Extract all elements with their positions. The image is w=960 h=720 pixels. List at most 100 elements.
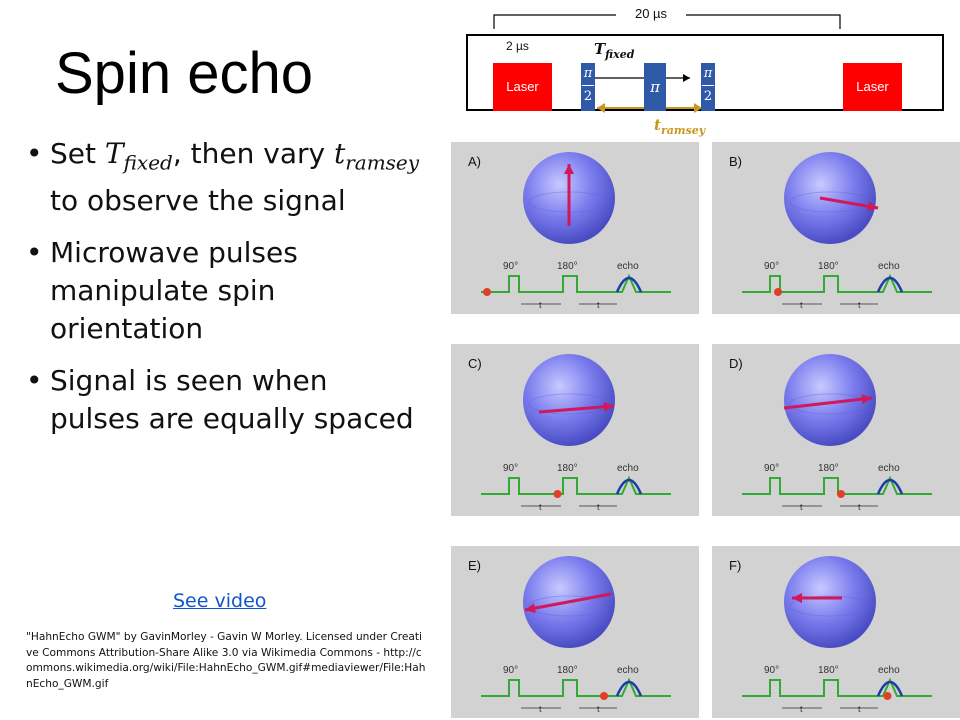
t-ramsey-label: tramsey: [654, 116, 706, 137]
panel-label: D): [729, 356, 743, 371]
echo-label: echo: [617, 463, 639, 474]
pulse-180-label: 180°: [557, 665, 578, 676]
laser-pulse-left: Laser: [493, 63, 552, 111]
bullet-2: Microwave pulses manipulate spin orienta…: [20, 234, 420, 348]
echo-panel: F) 90° 180° echo t t: [712, 546, 960, 718]
image-credit: "HahnEcho GWM" by GavinMorley - Gavin W …: [26, 631, 426, 690]
interval-t-label-2: t: [597, 300, 600, 310]
echo-label: echo: [878, 261, 900, 272]
interval-t-label-2: t: [858, 704, 861, 714]
pulse-90-label: 90°: [764, 665, 780, 676]
pulse-90-label: 90°: [764, 261, 780, 272]
pulse-180-label: 180°: [818, 665, 839, 676]
pulse-trace: [481, 677, 671, 697]
pulse-180-label: 180°: [557, 463, 578, 474]
spin-arrow: [524, 592, 612, 612]
t-ramsey-arrowhead-right: [694, 103, 702, 113]
interval-t-label-1: t: [800, 704, 803, 714]
echo-panel: D) 90° 180° echo t t: [712, 344, 960, 516]
interval-t-label-1: t: [539, 704, 542, 714]
spin-arrow: [538, 404, 615, 414]
pulse-90-label: 90°: [503, 463, 519, 474]
time-marker-dot: [600, 692, 608, 700]
time-marker-dot: [553, 490, 562, 498]
interval-t-label-2: t: [858, 300, 861, 310]
interval-t-label-2: t: [858, 502, 861, 512]
pulse-180-label: 180°: [557, 261, 578, 272]
echo-label: echo: [878, 463, 900, 474]
pulse-90-label: 90°: [764, 463, 780, 474]
total-duration-label: 20 µs: [634, 6, 668, 21]
pulse-trace: [742, 677, 932, 697]
sphere-equator: [789, 191, 871, 213]
sphere-equator: [789, 595, 871, 617]
bloch-sphere: [784, 556, 876, 648]
pulse-90-label: 90°: [503, 261, 519, 272]
bloch-sphere: [784, 152, 876, 244]
echo-panel: A) 90° 180° echo t t: [451, 142, 699, 314]
echo-signal: [615, 478, 643, 495]
spin-arrow: [783, 396, 873, 410]
t-fixed-label: Tfixed: [594, 40, 635, 61]
pulse-180-label: 180°: [818, 463, 839, 474]
interval-t-label-2: t: [597, 704, 600, 714]
echo-panel: C) 90° 180° echo t t: [451, 344, 699, 516]
panel-label: E): [468, 558, 481, 573]
echo-signal: [615, 276, 643, 293]
panel-label: F): [729, 558, 742, 573]
bullet-list: Set Tfixed, then vary tramsey to observe…: [20, 135, 420, 452]
echo-signal: [876, 680, 904, 697]
laser-duration-label: 2 µs: [506, 39, 529, 53]
echo-panel: E) 90° 180° echo t t: [451, 546, 699, 718]
pulse-trace: [742, 273, 932, 293]
interval-t-label-1: t: [539, 300, 542, 310]
spin-arrowhead: [792, 593, 802, 603]
t-fixed-symbol: Tfixed: [104, 137, 173, 175]
panel-label: B): [729, 154, 742, 169]
panel-label: C): [468, 356, 482, 371]
interval-t-label-1: t: [800, 502, 803, 512]
pulse-180-label: 180°: [818, 261, 839, 272]
echo-label: echo: [617, 665, 639, 676]
pulse-trace: [481, 273, 671, 293]
see-video-link[interactable]: See video: [173, 590, 267, 612]
pulse-trace: [742, 475, 932, 495]
laser-pulse-right: Laser: [843, 63, 902, 111]
bracket-label-bg: [616, 7, 686, 23]
interval-t-label-2: t: [597, 502, 600, 512]
time-marker-dot: [837, 490, 845, 498]
echo-signal: [876, 478, 904, 495]
bloch-sphere: [784, 354, 876, 446]
panel-label: A): [468, 154, 481, 169]
time-marker-dot: [774, 288, 782, 296]
spin-arrowhead: [867, 201, 878, 212]
bloch-sphere: [523, 354, 615, 446]
echo-signal: [876, 276, 904, 293]
t-ramsey-arrowhead-left: [597, 103, 605, 113]
echo-label: echo: [878, 665, 900, 676]
echo-label: echo: [617, 261, 639, 272]
interval-t-label-1: t: [800, 300, 803, 310]
pi-pulse: π: [644, 63, 666, 111]
time-marker-dot: [883, 692, 892, 700]
t-fixed-arrowhead-right: [683, 74, 690, 82]
pi-half-pulse-1: π 2: [581, 63, 595, 111]
t-ramsey-symbol: tramsey: [333, 137, 420, 175]
spin-arrowhead: [564, 164, 574, 174]
bullet-1: Set Tfixed, then vary tramsey to observe…: [20, 135, 420, 220]
pulse-sequence-diagram: 20 µs 2 µs Tfixed tramsey Laser Laser π …: [466, 6, 946, 137]
pulse-90-label: 90°: [503, 665, 519, 676]
spin-arrowhead: [861, 394, 872, 405]
time-marker-dot: [483, 288, 491, 296]
pi-half-pulse-2: π 2: [701, 63, 715, 111]
echo-signal: [615, 680, 643, 697]
pulse-trace: [481, 475, 671, 495]
slide-title: Spin echo: [55, 41, 313, 106]
sphere-equator: [789, 393, 871, 415]
bullet-3: Signal is seen when pulses are equally s…: [20, 362, 420, 438]
spin-arrowhead: [603, 401, 614, 412]
sphere-equator: [528, 595, 610, 617]
interval-t-label-1: t: [539, 502, 542, 512]
echo-panel: B) 90° 180° echo t t: [712, 142, 960, 314]
spin-arrowhead: [525, 603, 536, 614]
